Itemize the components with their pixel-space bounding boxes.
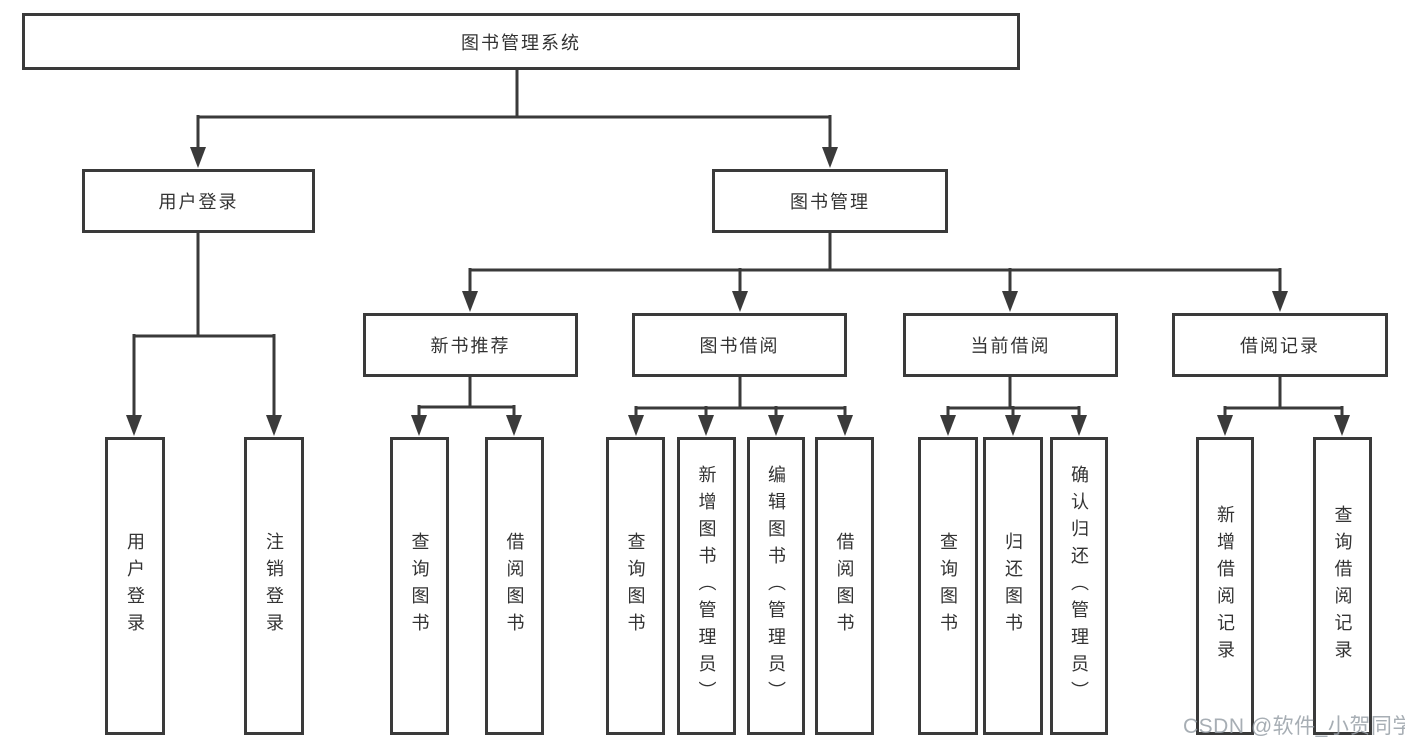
leaf-add-borrow-record-label: 新增借阅记录	[1215, 505, 1235, 667]
csdn-watermark: CSDN @软件_小贺同学	[1183, 715, 1405, 738]
leaf-user-login-label: 用户登录	[125, 532, 145, 640]
leaf-borrow-books-2: 借阅图书	[815, 437, 874, 735]
leaf-confirm-return-admin: 确认归还（管理员）	[1050, 437, 1108, 735]
node-current-borrowing: 当前借阅	[903, 313, 1118, 377]
leaf-edit-books-admin-label: 编辑图书（管理员）	[766, 464, 786, 708]
leaf-query-books-1-label: 查询图书	[409, 532, 430, 640]
leaf-query-books-3-label: 查询图书	[938, 532, 958, 640]
leaf-logout: 注销登录	[244, 437, 304, 735]
leaf-logout-label: 注销登录	[264, 532, 284, 640]
leaf-add-books-admin-label: 新增图书（管理员）	[696, 464, 717, 708]
leaf-query-borrow-record: 查询借阅记录	[1313, 437, 1372, 735]
leaf-edit-books-admin: 编辑图书（管理员）	[747, 437, 805, 735]
leaf-query-books-2: 查询图书	[606, 437, 665, 735]
leaf-query-borrow-record-label: 查询借阅记录	[1332, 505, 1353, 667]
node-book-borrowing: 图书借阅	[632, 313, 847, 377]
node-new-book-recommend: 新书推荐	[363, 313, 578, 377]
node-book-management: 图书管理	[712, 169, 948, 233]
leaf-return-books-label: 归还图书	[1003, 532, 1023, 640]
leaf-user-login: 用户登录	[105, 437, 165, 735]
leaf-return-books: 归还图书	[983, 437, 1043, 735]
leaf-query-books-2-label: 查询图书	[625, 532, 646, 640]
leaf-borrow-books-2-label: 借阅图书	[834, 532, 855, 640]
leaf-borrow-books-1: 借阅图书	[485, 437, 544, 735]
leaf-add-borrow-record: 新增借阅记录	[1196, 437, 1254, 735]
leaf-borrow-books-1-label: 借阅图书	[504, 532, 525, 640]
node-user-login: 用户登录	[82, 169, 315, 233]
leaf-add-books-admin: 新增图书（管理员）	[677, 437, 736, 735]
node-borrowing-records: 借阅记录	[1172, 313, 1388, 377]
leaf-query-books-3: 查询图书	[918, 437, 978, 735]
leaf-query-books-1: 查询图书	[390, 437, 449, 735]
node-root-library-system: 图书管理系统	[22, 13, 1020, 70]
leaf-confirm-return-admin-label: 确认归还（管理员）	[1069, 464, 1089, 708]
